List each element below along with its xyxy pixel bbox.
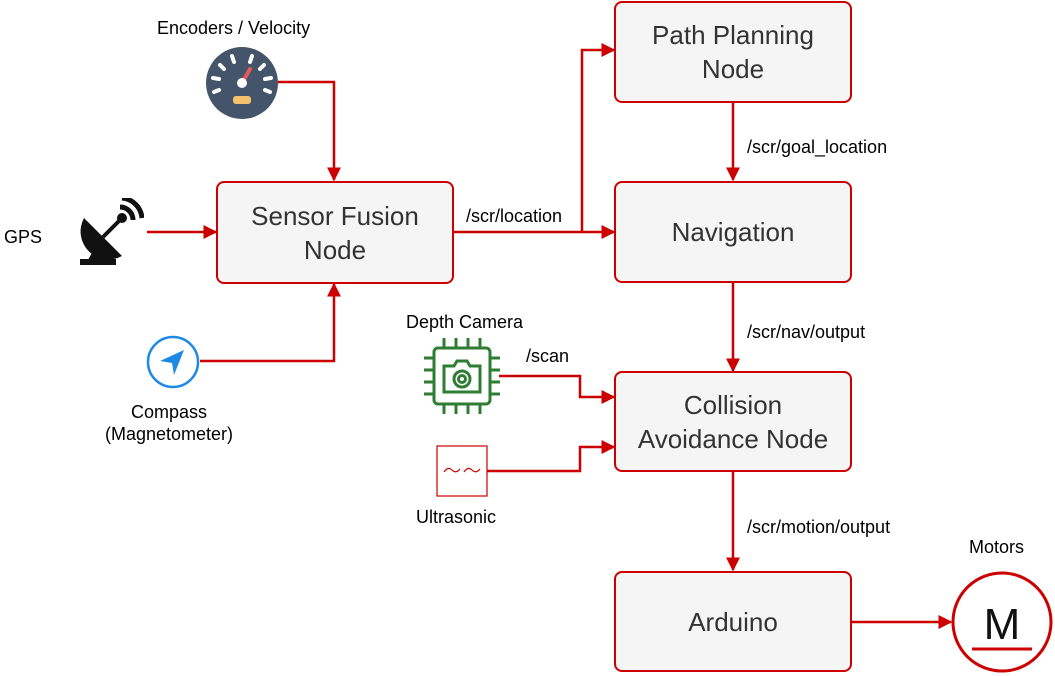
path-planning-label-line2: Node xyxy=(701,54,765,84)
topic-scan-label: /scan xyxy=(526,346,570,366)
ultrasonic-wave-icon xyxy=(436,445,488,497)
edge-camera-to-collision xyxy=(499,374,616,404)
encoders-label: Encoders / Velocity xyxy=(157,18,311,38)
edge-ultrasonic-to-collision xyxy=(487,440,616,473)
edge-encoders-to-sensor-fusion xyxy=(278,80,341,182)
ultrasonic-label: Ultrasonic xyxy=(416,507,497,527)
collision-label-line2: Avoidance Node xyxy=(637,423,829,454)
gps-label: GPS xyxy=(4,227,43,247)
satellite-dish-icon xyxy=(80,198,144,265)
arduino-label: Arduino xyxy=(688,606,778,637)
path-planning-label-line1: Path Planning xyxy=(652,20,814,50)
camera-chip-icon xyxy=(424,338,500,414)
sensor-fusion-label-line1: Sensor Fusion xyxy=(251,200,419,231)
topic-motion-output-label: /scr/motion/output xyxy=(747,517,891,537)
compass-icon xyxy=(146,335,200,389)
navigation-node: Navigation xyxy=(614,181,852,283)
edge-compass-to-sensor-fusion xyxy=(200,282,341,363)
arduino-node: Arduino xyxy=(614,571,852,672)
topic-goal-location-label: /scr/goal_location xyxy=(747,137,888,157)
edge-location-to-path-planning xyxy=(580,43,616,232)
navigation-label: Navigation xyxy=(671,217,795,247)
collision-label-line1: Collision xyxy=(683,389,783,420)
depth-camera-label: Depth Camera xyxy=(406,312,524,332)
gauge-icon xyxy=(206,47,278,119)
topic-nav-output-label: /scr/nav/output xyxy=(747,322,866,342)
compass-label: Compass (Magnetometer) xyxy=(94,401,244,445)
motor-symbol: M xyxy=(984,600,1021,649)
sensor-fusion-label-line2: Node xyxy=(303,234,367,265)
topic-location-label: /scr/location xyxy=(466,206,563,226)
motors-label: Motors xyxy=(969,537,1025,557)
motor-icon: M xyxy=(951,571,1053,673)
compass-label-line2: (Magnetometer) xyxy=(104,424,234,444)
compass-label-line1: Compass xyxy=(130,402,208,422)
